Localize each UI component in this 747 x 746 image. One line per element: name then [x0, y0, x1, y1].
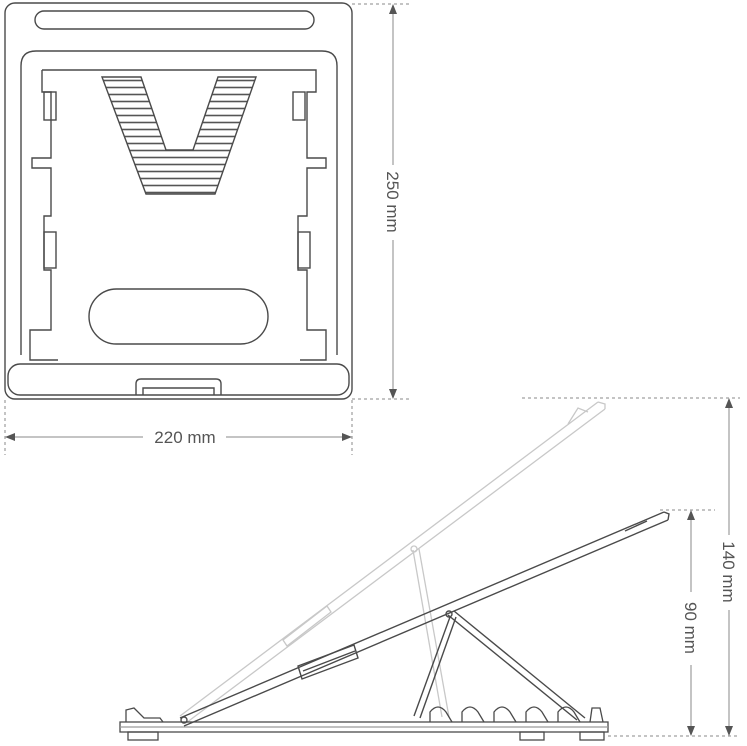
side-view-raised: [179, 401, 606, 724]
arrow-up-140: [725, 398, 733, 408]
stand-outline: [4, 2, 353, 400]
arrow-left-220: [5, 433, 15, 441]
dimension-lines-side: [522, 397, 740, 737]
arrow-up-90: [687, 510, 695, 520]
arrow-right-220: [342, 433, 352, 441]
v-support: [100, 76, 257, 195]
base-rail: [119, 706, 609, 741]
inner-panel: [29, 69, 327, 361]
top-slot: [34, 10, 315, 30]
side-tab-left-upper: [43, 91, 57, 121]
max-height-dimension-label: 140 mm: [719, 541, 738, 602]
height-dimension-label: 250 mm: [383, 171, 402, 232]
arrow-up-250: [389, 4, 397, 14]
side-tab-left-lower: [43, 231, 57, 269]
handle-hole: [88, 288, 269, 345]
arrow-down-250: [389, 389, 397, 399]
arrow-down-90: [687, 726, 695, 736]
width-dimension-label: 220 mm: [154, 428, 215, 447]
arrow-down-140: [725, 726, 733, 736]
min-height-dimension-label: 90 mm: [681, 602, 700, 654]
side-view-lowered: [179, 511, 670, 727]
top-view: [4, 2, 353, 400]
side-tab-right-upper: [292, 91, 306, 121]
front-lip: [7, 363, 350, 396]
dimension-lines-top: [4, 3, 410, 455]
side-tab-right-lower: [297, 231, 311, 269]
inner-frame: [20, 50, 338, 355]
